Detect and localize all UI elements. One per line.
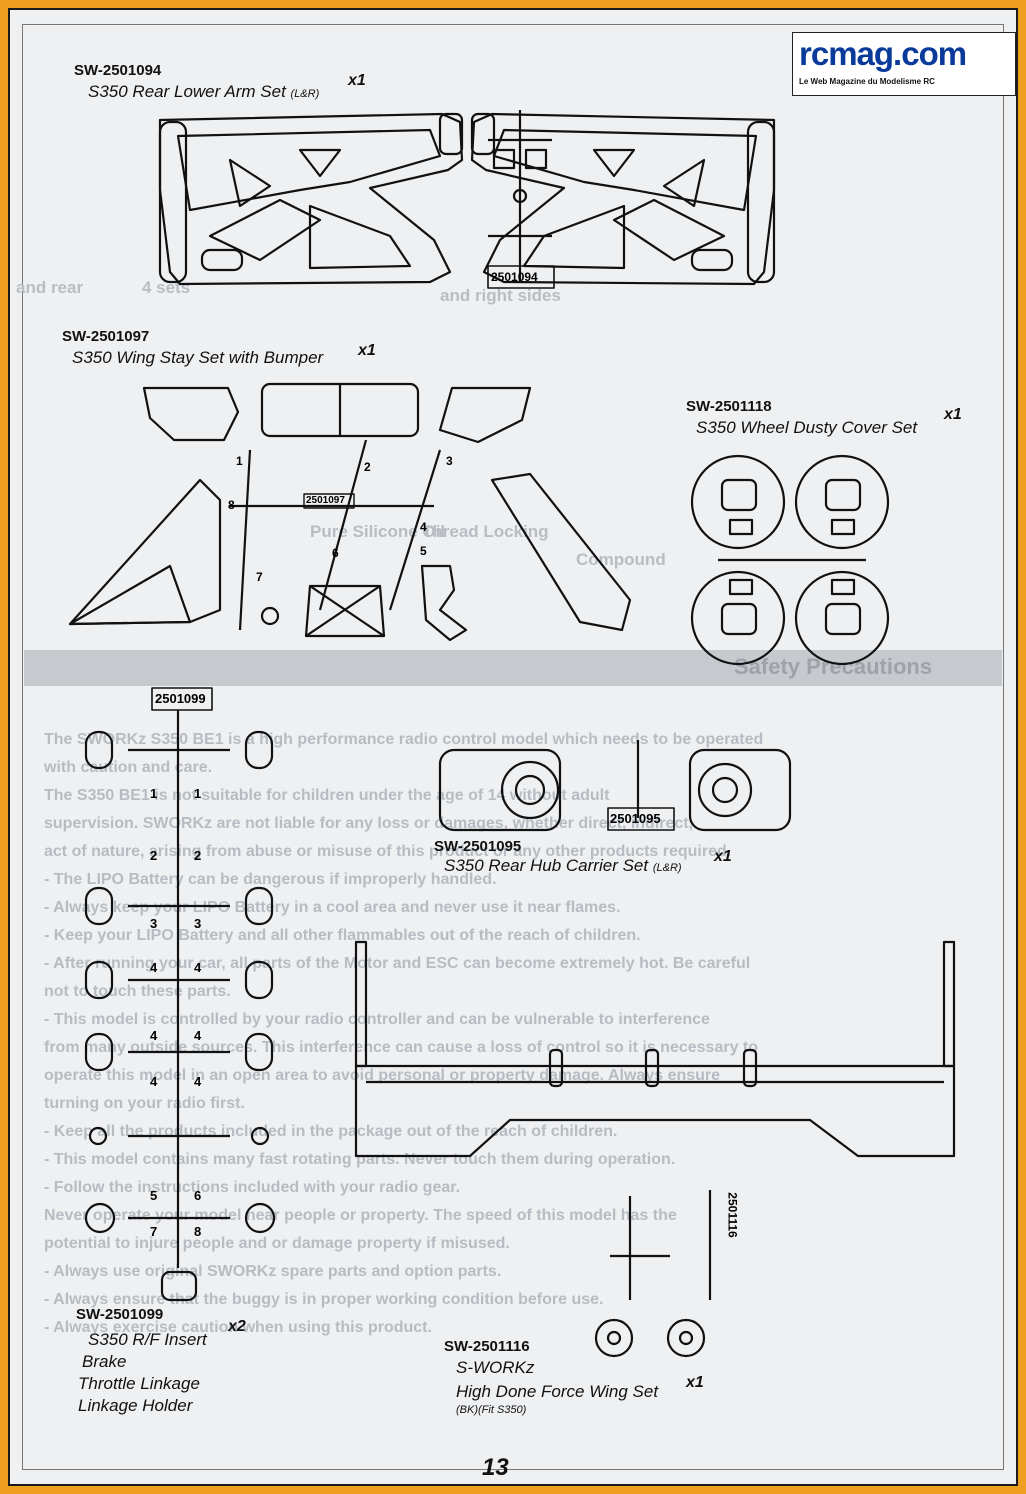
ladder-label: 2 [150, 848, 158, 863]
part-name: S-WORKz [456, 1358, 535, 1377]
part-extra: Brake [82, 1352, 127, 1371]
rear-lower-arm-left [158, 112, 464, 286]
ghost-text-4: Thread Locking [422, 522, 549, 541]
part-qty: x1 [944, 406, 962, 423]
ghost-section-band [24, 650, 1002, 686]
part-qty: x1 [714, 848, 732, 865]
part-name: S350 Rear Lower Arm Set (L&R) [88, 82, 320, 101]
ladder-label: 4 [194, 1028, 202, 1043]
hub-carriers [438, 740, 792, 832]
wingstay-label: 6 [332, 546, 339, 560]
parts-line-art [68, 110, 956, 1358]
part-qty: x1 [358, 342, 376, 359]
part-extra: Throttle Linkage [78, 1374, 200, 1393]
ghost-text-3: and right sides [440, 286, 561, 305]
sprue-tag-2501095: 2501095 [610, 811, 661, 826]
wingstay-label: 4 [420, 520, 427, 534]
sprue-tag-2501097: 2501097 [306, 495, 345, 506]
ladder-label: 3 [194, 916, 202, 931]
wing-frame [354, 940, 956, 1358]
ladder-label: 4 [194, 960, 202, 975]
rear-lower-arm-right [470, 112, 776, 286]
part-code: SW-2501095 [434, 838, 522, 855]
wingstay-label: 2 [364, 460, 371, 474]
ladder-label: 8 [194, 1224, 202, 1239]
insert-sprue [84, 687, 276, 1302]
part-name: S350 R/F Insert [88, 1330, 207, 1349]
sprue-tag-2501099: 2501099 [155, 691, 206, 706]
wingstay-label: 8 [228, 498, 235, 512]
ladder-label: 7 [150, 1224, 158, 1239]
part-qty: x2 [228, 1318, 246, 1335]
part-code: SW-2501099 [76, 1306, 164, 1323]
ladder-label: 4 [150, 1074, 158, 1089]
part-name: S350 Wheel Dusty Cover Set [696, 418, 918, 437]
ladder-label: 6 [194, 1188, 202, 1203]
wingstay-label: 7 [256, 570, 263, 584]
ladder-label: 4 [194, 1074, 202, 1089]
ladder-label: 4 [150, 960, 158, 975]
manual-page: and rear 4 sets and right sides Thread L… [8, 8, 1018, 1486]
wingstay-label: 1 [236, 454, 243, 468]
dust-covers [690, 454, 890, 666]
part-name: S350 Wing Stay Set with Bumper [72, 348, 324, 367]
part-name: S350 Rear Hub Carrier Set (L&R) [444, 856, 682, 875]
part-code: SW-2501118 [686, 398, 772, 415]
ladder-label: 1 [150, 786, 158, 801]
ghost-text-6: Pure Silicone Oil [310, 522, 446, 541]
part-name-line2: High Done Force Wing Set [456, 1382, 659, 1401]
ladder-label: 4 [150, 1028, 158, 1043]
part-code: SW-2501094 [74, 62, 162, 79]
part-qty: x1 [348, 72, 366, 89]
wing-stay-sprue [230, 439, 468, 642]
rcmag-logo: rcmag.com Le Web Magazine du Modelisme R… [792, 32, 1016, 96]
part-note: (BK)(Fit S350) [456, 1404, 527, 1416]
wing-stay-plates [68, 382, 632, 632]
ghost-section-title: Safety Precautions [734, 654, 933, 679]
part-qty: x1 [686, 1374, 704, 1391]
sprue-tag-2501116: 2501116 [725, 1192, 740, 1238]
wingstay-label: 3 [446, 454, 453, 468]
sprue-tag-2501094: 2501094 [491, 270, 538, 284]
part-code: SW-2501097 [62, 328, 150, 345]
arm-set-sprue [487, 110, 555, 289]
logo-tagline: Le Web Magazine du Modelisme RC [799, 77, 935, 86]
ghost-text-1: and rear [16, 278, 84, 297]
ladder-label: 2 [194, 848, 202, 863]
part-code: SW-2501116 [444, 1338, 530, 1355]
ladder-label: 3 [150, 916, 158, 931]
page-number: 13 [482, 1454, 509, 1481]
logo-wordmark: rcmag.com [799, 35, 967, 72]
ghost-text-5: Compound [576, 550, 666, 569]
ladder-label: 1 [194, 786, 202, 801]
wingstay-label: 5 [420, 544, 427, 558]
ladder-label: 5 [150, 1188, 158, 1203]
page-frame [22, 24, 1004, 1470]
part-extra: Linkage Holder [78, 1396, 193, 1415]
